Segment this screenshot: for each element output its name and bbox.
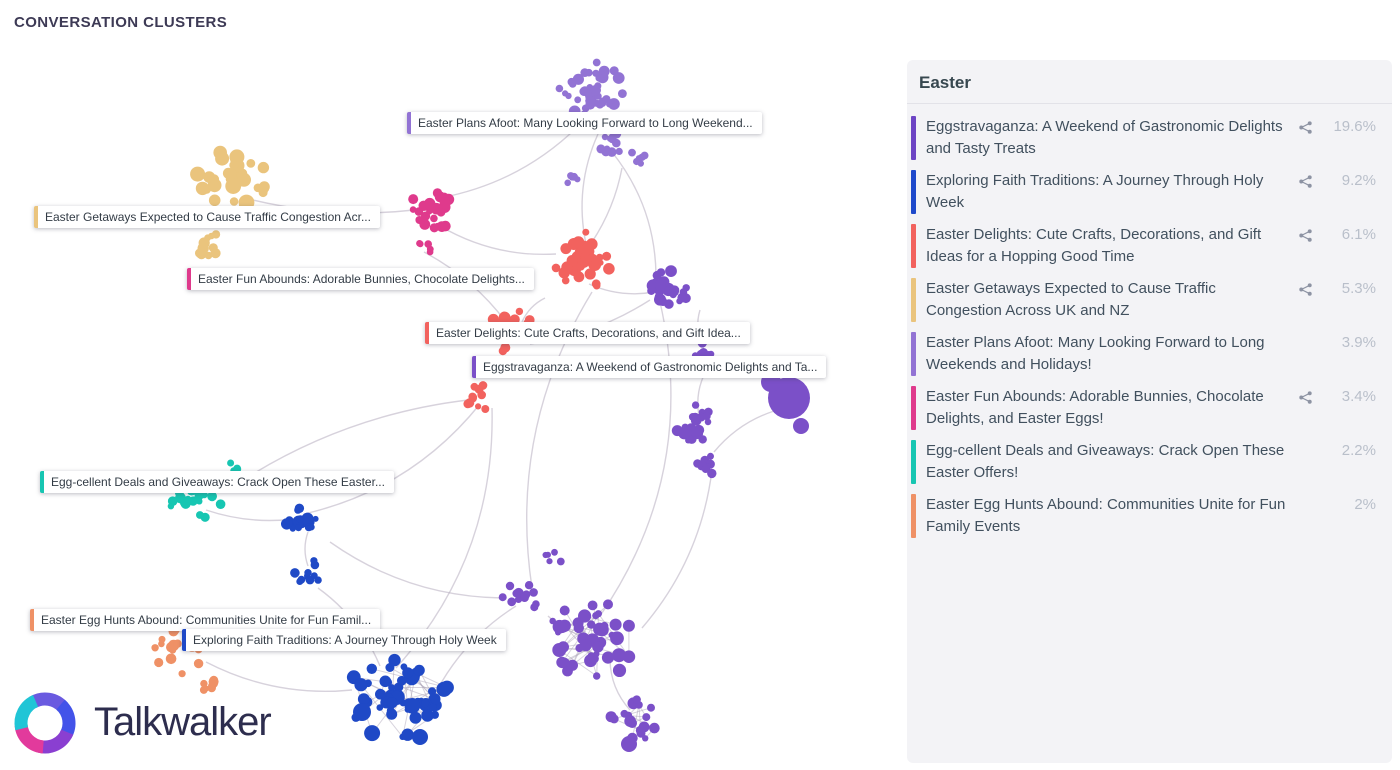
cluster-label: Exploring Faith Traditions: A Journey Th… <box>926 172 1264 211</box>
share-icon <box>1298 332 1318 376</box>
cluster-delights[interactable] <box>463 228 615 413</box>
graph-area: Easter Plans Afoot: Many Looking Forward… <box>0 0 905 770</box>
cluster-list-item[interactable]: Easter Getaways Expected to Cause Traffi… <box>911 278 1376 322</box>
share-icon[interactable] <box>1298 278 1318 322</box>
cluster-label: Easter Fun Abounds: Adorable Bunnies, Ch… <box>926 388 1264 427</box>
talkwalker-logo-text: Talkwalker <box>94 699 272 744</box>
cluster-percentage: 6.1% <box>1341 226 1376 243</box>
cluster-color-bar <box>911 224 916 268</box>
cluster-color-bar <box>911 278 916 322</box>
cluster-percentage: 2% <box>1354 496 1376 513</box>
graph-cluster-label[interactable]: Easter Fun Abounds: Adorable Bunnies, Ch… <box>187 268 534 290</box>
cluster-percentage: 2.2% <box>1341 442 1376 459</box>
share-icon[interactable] <box>1298 116 1318 160</box>
cluster-list-item[interactable]: Easter Fun Abounds: Adorable Bunnies, Ch… <box>911 386 1376 430</box>
page-title: CONVERSATION CLUSTERS <box>14 14 228 31</box>
cluster-list-item[interactable]: Easter Plans Afoot: Many Looking Forward… <box>911 332 1376 376</box>
cluster-percentage: 3.4% <box>1341 388 1376 405</box>
graph-cluster-label[interactable]: Easter Plans Afoot: Many Looking Forward… <box>407 112 762 134</box>
graph-cluster-label[interactable]: Easter Delights: Cute Crafts, Decoration… <box>425 322 750 344</box>
share-icon <box>1298 440 1318 484</box>
cluster-color-bar <box>911 170 916 214</box>
talkwalker-logo: Talkwalker <box>8 684 272 760</box>
share-icon[interactable] <box>1298 224 1318 268</box>
cluster-color-bar <box>911 440 916 484</box>
cluster-label: Easter Getaways Expected to Cause Traffi… <box>926 280 1216 319</box>
cluster-list-item[interactable]: Easter Delights: Cute Crafts, Decoration… <box>911 224 1376 268</box>
share-icon <box>1298 494 1318 538</box>
cluster-getaways[interactable] <box>190 145 270 260</box>
talkwalker-logo-icon <box>14 692 76 754</box>
share-icon[interactable] <box>1298 386 1318 430</box>
cluster-label: Easter Egg Hunts Abound: Communities Uni… <box>926 496 1286 535</box>
cluster-label: Eggstravaganza: A Weekend of Gastronomic… <box>926 118 1283 157</box>
cluster-list-item[interactable]: Egg-cellent Deals and Giveaways: Crack O… <box>911 440 1376 484</box>
cluster-panel: Easter Eggstravaganza: A Weekend of Gast… <box>907 60 1392 763</box>
cluster-fun[interactable] <box>408 188 455 256</box>
cluster-percentage: 19.6% <box>1333 118 1376 135</box>
cluster-faith[interactable] <box>281 503 454 745</box>
cluster-color-bar <box>911 494 916 538</box>
graph-cluster-label[interactable]: Easter Getaways Expected to Cause Traffi… <box>34 206 380 228</box>
cluster-color-bar <box>911 116 916 160</box>
cluster-percentage: 3.9% <box>1341 334 1376 351</box>
cluster-list-item[interactable]: Eggstravaganza: A Weekend of Gastronomic… <box>911 116 1376 160</box>
cluster-graph[interactable] <box>0 0 905 770</box>
share-icon[interactable] <box>1298 170 1318 214</box>
graph-cluster-label[interactable]: Exploring Faith Traditions: A Journey Th… <box>182 629 506 651</box>
panel-title: Easter <box>907 60 1392 104</box>
cluster-list-item[interactable]: Easter Egg Hunts Abound: Communities Uni… <box>911 494 1376 538</box>
cluster-color-bar <box>911 386 916 430</box>
graph-cluster-label[interactable]: Eggstravaganza: A Weekend of Gastronomic… <box>472 356 827 378</box>
cluster-list-item[interactable]: Exploring Faith Traditions: A Journey Th… <box>911 170 1376 214</box>
graph-cluster-label[interactable]: Easter Egg Hunts Abound: Communities Uni… <box>30 609 381 631</box>
cluster-percentage: 9.2% <box>1341 172 1376 189</box>
cluster-percentage: 5.3% <box>1341 280 1376 297</box>
graph-cluster-label[interactable]: Egg-cellent Deals and Giveaways: Crack O… <box>40 471 394 493</box>
cluster-label: Easter Delights: Cute Crafts, Decoration… <box>926 226 1262 265</box>
cluster-label: Egg-cellent Deals and Giveaways: Crack O… <box>926 442 1285 481</box>
cluster-color-bar <box>911 332 916 376</box>
cluster-label: Easter Plans Afoot: Many Looking Forward… <box>926 334 1265 373</box>
cluster-list: Eggstravaganza: A Weekend of Gastronomic… <box>907 116 1392 538</box>
